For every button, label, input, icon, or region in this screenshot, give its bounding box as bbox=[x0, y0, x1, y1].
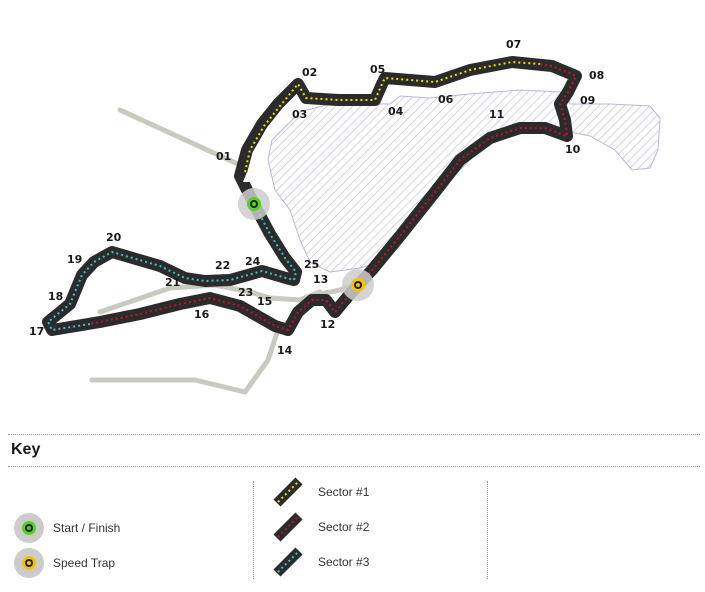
sector-3-line bbox=[46, 203, 298, 332]
turn-label: 14 bbox=[277, 344, 293, 357]
turn-label: 22 bbox=[215, 259, 230, 272]
key-column-divider bbox=[487, 481, 488, 579]
turn-label: 07 bbox=[506, 38, 521, 51]
turn-label: 16 bbox=[194, 308, 210, 321]
key-label-sector-1: Sector #1 bbox=[318, 485, 370, 499]
sector-2-swatch-icon bbox=[273, 512, 303, 542]
key-item-sector-2: Sector #2 bbox=[272, 511, 369, 543]
turn-labels: 01 02 03 04 05 06 07 08 09 10 11 12 13 1… bbox=[29, 38, 604, 357]
turn-label: 02 bbox=[302, 66, 317, 79]
start-finish-marker bbox=[238, 188, 270, 220]
turn-label: 12 bbox=[320, 318, 335, 331]
key-item-start-finish: Start / Finish bbox=[13, 512, 120, 544]
turn-label: 24 bbox=[245, 255, 261, 268]
turn-label: 25 bbox=[304, 258, 319, 271]
turn-label: 23 bbox=[238, 286, 253, 299]
turn-label: 17 bbox=[29, 325, 44, 338]
key-label-speed-trap: Speed Trap bbox=[53, 556, 116, 570]
key-item-sector-3: Sector #3 bbox=[272, 546, 369, 578]
key-column-divider bbox=[253, 481, 254, 579]
turn-label: 05 bbox=[370, 63, 385, 76]
sector-1-line bbox=[244, 60, 541, 173]
turn-label: 06 bbox=[438, 93, 454, 106]
key-label-sector-2: Sector #2 bbox=[318, 520, 370, 534]
key-title: Key bbox=[11, 441, 41, 458]
turn-label: 04 bbox=[388, 105, 404, 118]
turn-label: 09 bbox=[580, 94, 595, 107]
turn-label: 10 bbox=[565, 143, 581, 156]
circuit-map: 01 02 03 04 05 06 07 08 09 10 11 12 13 1… bbox=[29, 38, 661, 395]
turn-label: 11 bbox=[489, 108, 504, 121]
turn-label: 08 bbox=[589, 69, 604, 82]
turn-label: 13 bbox=[313, 273, 328, 286]
turn-label: 03 bbox=[292, 108, 307, 121]
sector-2-line bbox=[89, 63, 578, 332]
turn-label: 15 bbox=[257, 295, 272, 308]
key-item-speed-trap: Speed Trap bbox=[13, 547, 115, 579]
key-label-start-finish: Start / Finish bbox=[53, 521, 121, 535]
key-divider-top bbox=[8, 434, 700, 435]
turn-label: 21 bbox=[165, 276, 180, 289]
direction-arrow-icon bbox=[243, 172, 251, 182]
key-label-sector-3: Sector #3 bbox=[318, 555, 370, 569]
turn-label: 19 bbox=[67, 253, 82, 266]
turn-label: 18 bbox=[48, 290, 63, 303]
turn-label: 01 bbox=[216, 150, 231, 163]
turn-label: 20 bbox=[106, 231, 122, 244]
key-item-sector-1: Sector #1 bbox=[272, 476, 369, 508]
harbour-area bbox=[267, 89, 661, 273]
start-finish-icon bbox=[14, 513, 44, 543]
sector-3-swatch-icon bbox=[273, 547, 303, 577]
speed-trap-marker bbox=[342, 269, 374, 301]
key-divider-bottom bbox=[8, 466, 700, 467]
sector-1-swatch-icon bbox=[273, 477, 303, 507]
speed-trap-icon bbox=[14, 548, 44, 578]
